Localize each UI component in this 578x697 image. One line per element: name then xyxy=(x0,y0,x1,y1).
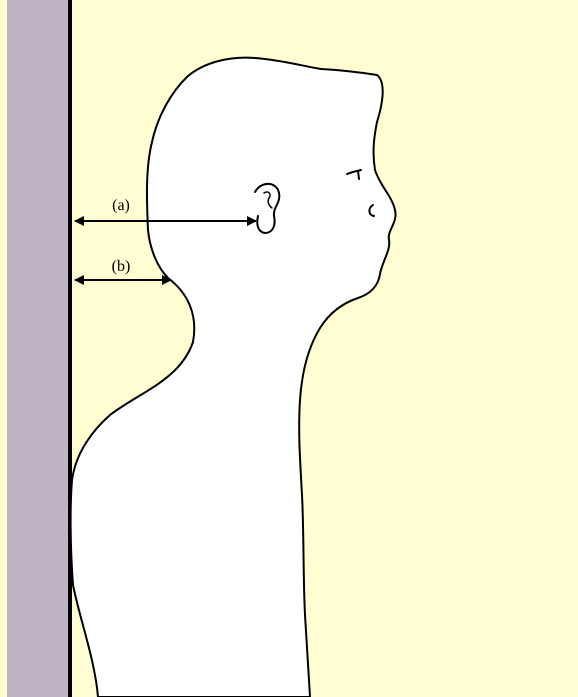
label-b: (b) xyxy=(112,258,131,275)
label-a: (a) xyxy=(112,197,130,214)
wall xyxy=(7,0,70,697)
